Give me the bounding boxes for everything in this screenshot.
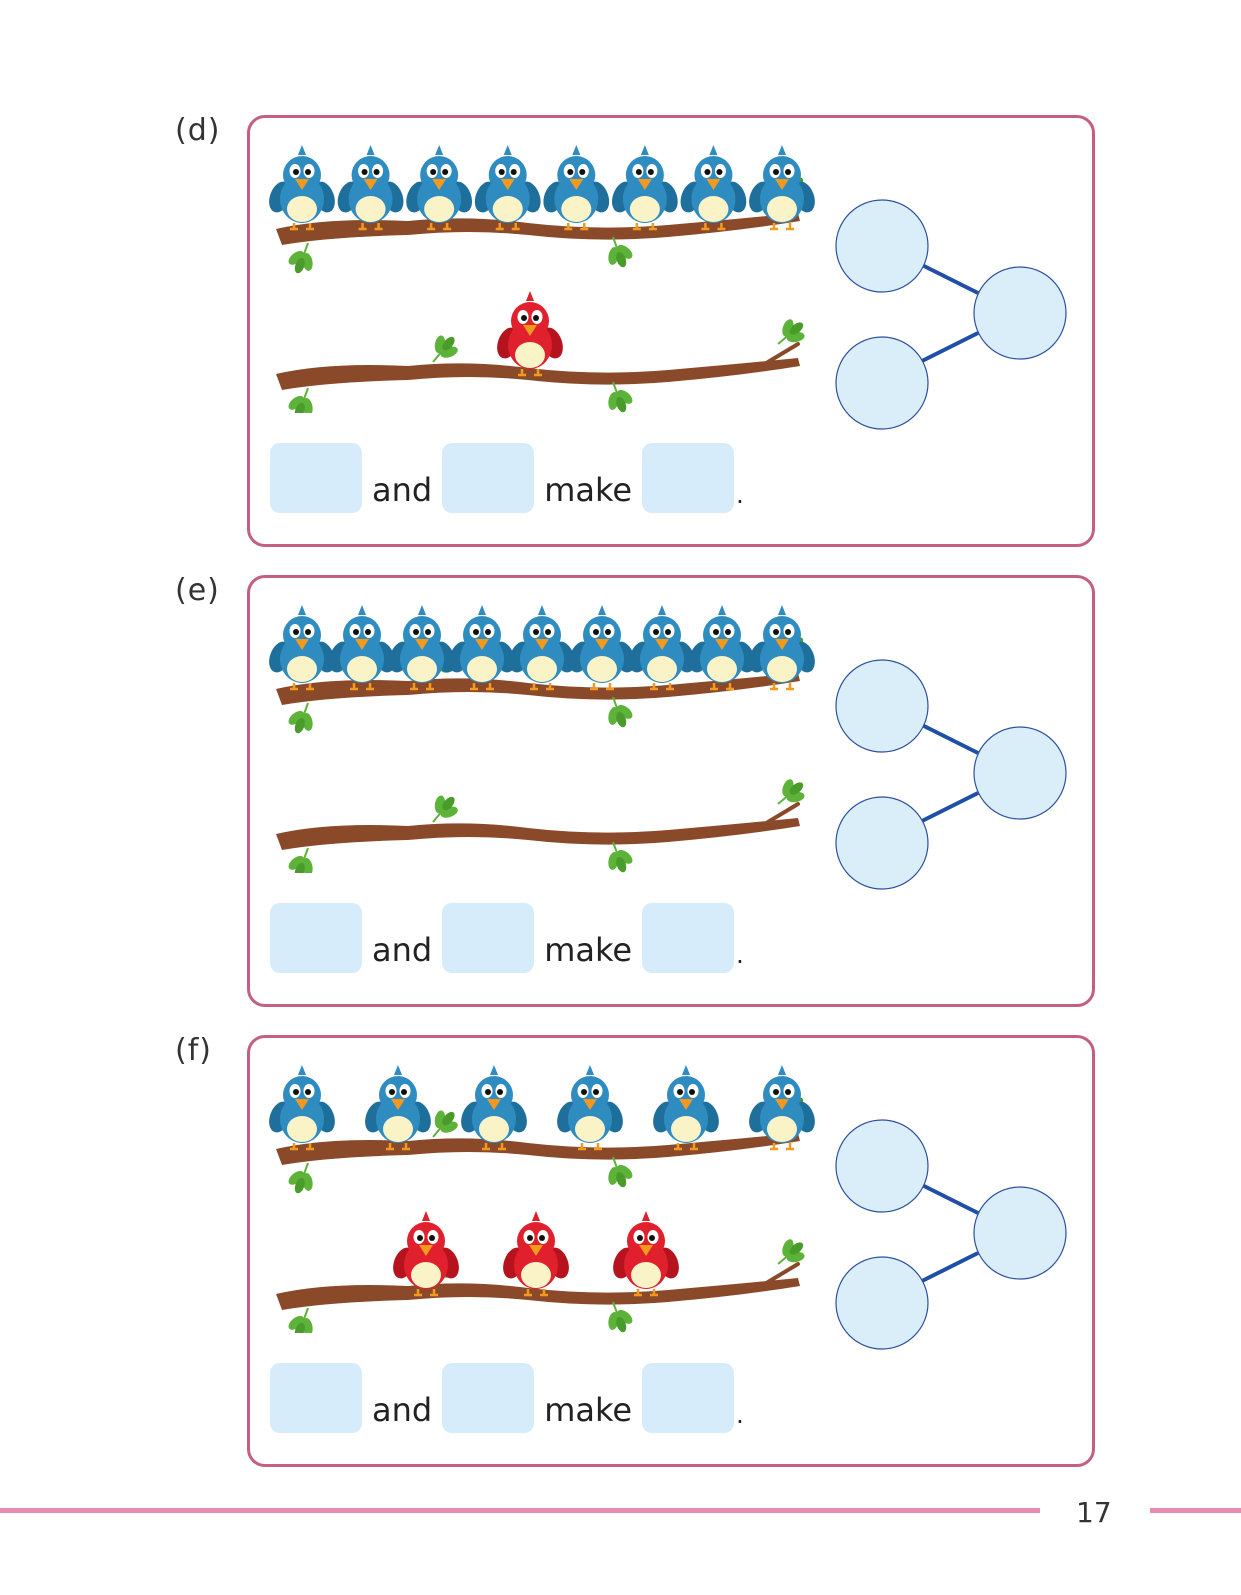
bond-whole-circle[interactable] [973, 1186, 1067, 1280]
red-bird-icon [497, 291, 563, 377]
blue-bird-icon [461, 1065, 527, 1151]
exercise-label: (f) [175, 1033, 212, 1068]
sentence-end: . [736, 941, 744, 969]
bond-line [917, 261, 979, 295]
leaf-icon [608, 236, 633, 268]
bond-line [917, 721, 979, 755]
bird-scene [269, 605, 815, 873]
leaf-icon [288, 847, 313, 873]
footer-rule-right [1150, 1508, 1241, 1513]
exercise-d: (d) and make . [0, 113, 1241, 553]
blue-bird-icon [749, 145, 815, 231]
branch [276, 779, 805, 873]
bond-part-circle-bottom[interactable] [835, 1256, 929, 1350]
blue-bird-icon [365, 1065, 431, 1151]
blue-bird-icon [389, 605, 455, 691]
bond-whole-circle[interactable] [973, 726, 1067, 820]
leaf-icon [432, 1110, 458, 1138]
blue-bird-icon [749, 1065, 815, 1151]
leaf-icon [432, 795, 458, 823]
number-bond [835, 199, 1067, 430]
blue-bird-icon [611, 145, 678, 231]
exercise-f: (f) and make . [0, 1033, 1241, 1473]
bond-line [917, 791, 979, 825]
bond-whole-circle[interactable] [973, 266, 1067, 360]
answer-box-second-part[interactable] [442, 903, 535, 973]
answer-box-first-part[interactable] [270, 443, 362, 513]
word-make: make [544, 931, 633, 969]
blue-bird-icon [269, 145, 335, 231]
bird-scene [269, 1065, 815, 1333]
bond-line [917, 1251, 979, 1285]
blue-bird-icon [653, 1065, 719, 1151]
leaf-icon [288, 702, 313, 734]
page-number: 17 [1076, 1496, 1112, 1529]
blue-bird-icon [543, 145, 610, 231]
blue-bird-icon [509, 605, 575, 691]
blue-bird-icon [449, 605, 515, 691]
blue-bird-icon [689, 605, 755, 691]
blue-bird-icon [629, 605, 695, 691]
leaf-icon [288, 242, 313, 274]
bond-part-circle-top[interactable] [835, 659, 929, 753]
answer-box-whole[interactable] [642, 443, 735, 513]
blue-bird-icon [269, 605, 335, 691]
blue-bird-icon [329, 605, 395, 691]
bond-part-circle-bottom[interactable] [835, 796, 929, 890]
number-sentence: and make . [270, 1363, 744, 1433]
leaf-icon [608, 1301, 633, 1333]
leaf-icon [777, 1239, 805, 1265]
answer-box-whole[interactable] [642, 1363, 735, 1433]
blue-bird-icon [680, 145, 747, 231]
answer-box-first-part[interactable] [270, 903, 362, 973]
number-bond [835, 1119, 1067, 1350]
leaf-icon [288, 387, 313, 413]
answer-box-first-part[interactable] [270, 1363, 362, 1433]
number-sentence: and make . [270, 443, 744, 513]
leaf-icon [608, 381, 633, 413]
footer-rule-left [0, 1508, 1040, 1513]
exercise-label: (d) [175, 113, 221, 148]
word-make: make [544, 1391, 633, 1429]
red-bird-icon [613, 1211, 679, 1297]
exercise-label: (e) [175, 573, 220, 608]
exercise-e: (e) and make . [0, 573, 1241, 1013]
answer-box-whole[interactable] [642, 903, 735, 973]
leaf-icon [608, 841, 633, 873]
red-bird-icon [503, 1211, 569, 1297]
number-bond [835, 659, 1067, 890]
word-and: and [372, 471, 433, 509]
blue-bird-icon [337, 145, 404, 231]
red-bird-icon [393, 1211, 459, 1297]
blue-bird-icon [557, 1065, 623, 1151]
answer-box-second-part[interactable] [442, 443, 535, 513]
word-and: and [372, 1391, 433, 1429]
leaf-icon [288, 1307, 313, 1333]
leaf-icon [777, 319, 805, 345]
leaf-icon [608, 1156, 633, 1188]
word-make: make [544, 471, 633, 509]
sentence-end: . [736, 1401, 744, 1429]
blue-bird-icon [406, 145, 473, 231]
leaf-icon [608, 696, 633, 728]
blue-bird-icon [269, 1065, 335, 1151]
leaf-icon [432, 335, 458, 363]
blue-bird-icon [749, 605, 815, 691]
branch [276, 1094, 805, 1194]
leaf-icon [288, 1162, 313, 1194]
bond-line [917, 1181, 979, 1215]
number-sentence: and make . [270, 903, 744, 973]
answer-box-second-part[interactable] [442, 1363, 535, 1433]
bond-part-circle-top[interactable] [835, 199, 929, 293]
sentence-end: . [736, 481, 744, 509]
blue-bird-icon [474, 145, 541, 231]
bond-part-circle-bottom[interactable] [835, 336, 929, 430]
leaf-icon [777, 779, 805, 805]
bond-part-circle-top[interactable] [835, 1119, 929, 1213]
blue-bird-icon [569, 605, 635, 691]
bird-scene [269, 145, 815, 413]
bond-line [917, 331, 979, 365]
word-and: and [372, 931, 433, 969]
